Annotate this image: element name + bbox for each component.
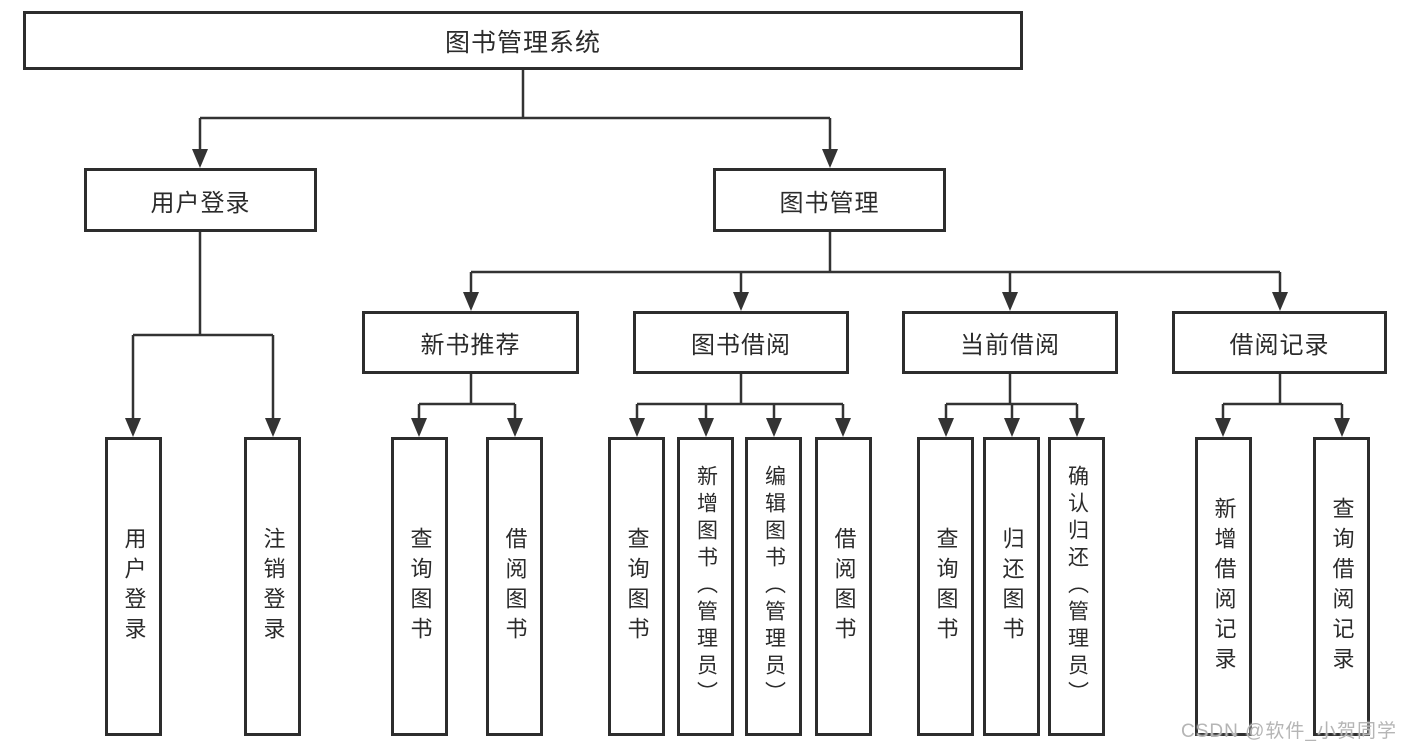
leaf-borrow-books-recommend: 借阅图书 [486,437,543,736]
leaf-query-borrow-record: 查询借阅记录 [1313,437,1370,736]
node-book-borrow: 图书借阅 [633,311,849,374]
node-book-management: 图书管理 [713,168,946,232]
leaf-add-books-admin: 新增图书（管理员） [677,437,734,736]
leaf-borrow-books: 借阅图书 [815,437,872,736]
csdn-watermark: CSDN @软件_小贺同学 [1181,721,1397,742]
leaf-query-books-current: 查询图书 [917,437,974,736]
leaf-user-login: 用户登录 [105,437,162,736]
leaf-query-books-borrow: 查询图书 [608,437,665,736]
node-current-borrow: 当前借阅 [902,311,1118,374]
arrowheads [125,149,1350,437]
leaf-return-books: 归还图书 [983,437,1040,736]
leaf-confirm-return-admin: 确认归还（管理员） [1048,437,1105,736]
node-user-login: 用户登录 [84,168,317,232]
leaf-add-borrow-record: 新增借阅记录 [1195,437,1252,736]
node-new-book-recommend: 新书推荐 [362,311,579,374]
leaf-query-books-recommend: 查询图书 [391,437,448,736]
node-root: 图书管理系统 [23,11,1023,70]
leaf-logout: 注销登录 [244,437,301,736]
leaf-edit-books-admin: 编辑图书（管理员） [745,437,802,736]
node-borrow-records: 借阅记录 [1172,311,1387,374]
